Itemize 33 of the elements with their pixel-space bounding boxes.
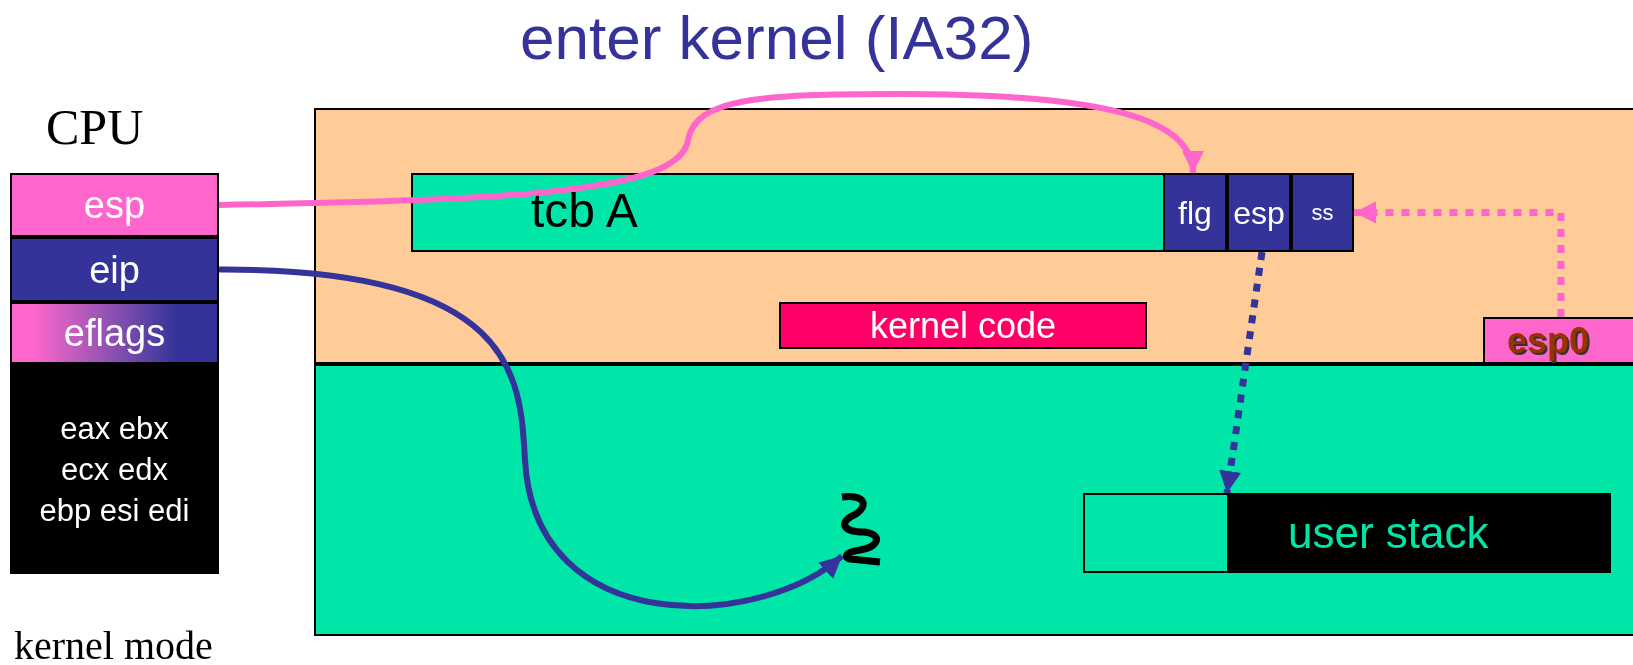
user-memory-area: [314, 364, 1633, 636]
field-label: esp: [1233, 196, 1285, 229]
tcb-field: [1163, 173, 1227, 252]
tcb-label: tcb A: [531, 184, 638, 237]
register-cell: [10, 173, 219, 237]
tcb-field: [1227, 173, 1291, 252]
register-block: [10, 364, 219, 574]
dotted-arrow: [1354, 201, 1565, 317]
register-list: eax ebx: [60, 412, 169, 444]
register-label: eflags: [63, 314, 166, 352]
field-label: ss: [1311, 201, 1334, 224]
cpu-heading: CPU: [46, 102, 144, 152]
kernel-memory-area: [314, 108, 1633, 364]
diagram-title: enter kernel (IA32): [520, 4, 1034, 73]
register-list: ecx edx: [61, 453, 168, 485]
user-stack-label: user stack: [1288, 511, 1489, 555]
tcb-field: [1291, 173, 1354, 252]
mode-label: kernel mode: [14, 626, 213, 665]
dotted-arrow: [1219, 251, 1266, 494]
esp0-label: esp0: [1507, 322, 1590, 359]
kernel-code-box: [779, 302, 1147, 349]
user-stack-box: [1083, 493, 1611, 573]
register-label: eip: [89, 250, 140, 289]
register-list: ebp esi edi: [39, 494, 190, 526]
register-cell: [10, 237, 219, 302]
curved-arrow: [218, 266, 844, 609]
field-label: flg: [1178, 196, 1212, 229]
register-cell: [10, 302, 219, 364]
esp0-box: [1483, 317, 1633, 364]
thread-control-block: [411, 173, 1354, 252]
curved-arrow: [218, 91, 1201, 208]
kernel-code-label: kernel code: [869, 307, 1057, 344]
register-label: esp: [83, 186, 146, 224]
